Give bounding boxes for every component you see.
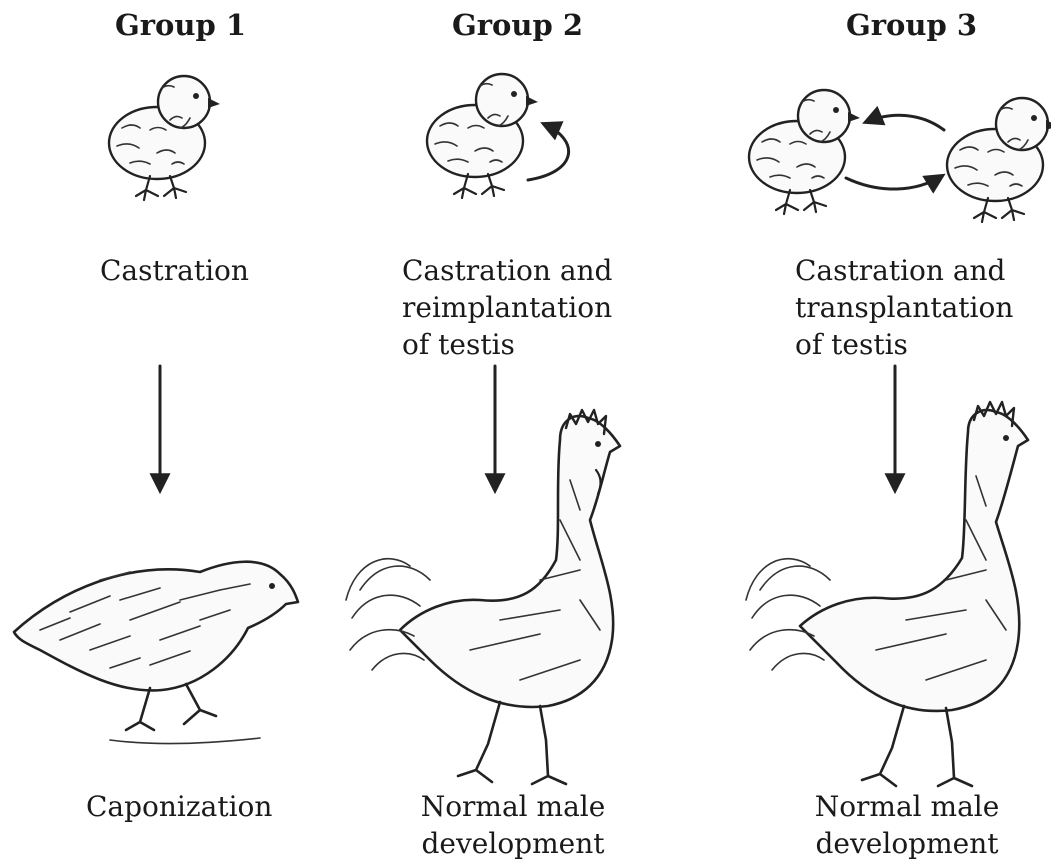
chick-icon (427, 74, 538, 198)
chick-icon (947, 98, 1051, 222)
reimplant-arrow (528, 124, 569, 180)
rooster-icon (346, 410, 620, 784)
capon-icon (14, 562, 298, 744)
transplant-arrow-right (846, 176, 942, 189)
rooster-icon (746, 402, 1028, 786)
transplant-arrow-left (866, 115, 944, 130)
chick-icon (109, 76, 220, 200)
chick-icon (749, 90, 860, 214)
